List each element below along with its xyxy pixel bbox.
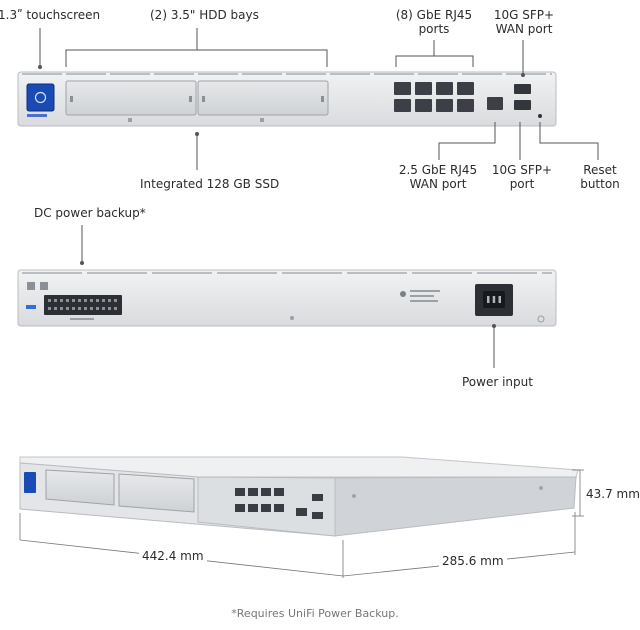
label-gbe-ports: (8) GbE RJ45 ports [384,8,484,36]
label-hdd-bays: (2) 3.5" HDD bays [150,8,259,22]
label-wan-25gbe-line1: 2.5 GbE RJ45 [398,163,478,177]
label-sfp-wan-line2: WAN port [495,22,553,36]
label-sfp-wan: 10G SFP+ WAN port [488,8,560,36]
label-sfp-port-line2: port [509,177,535,191]
touchscreen[interactable] [26,83,55,112]
label-touchscreen: 1.3ʺ touchscreen [0,8,101,22]
label-ssd: Integrated 128 GB SSD [140,177,280,191]
label-reset-line1: Reset [583,163,617,177]
footnote: *Requires UniFi Power Backup. [231,607,399,620]
front-callouts [38,28,599,170]
dc-power-connector[interactable] [44,295,122,315]
label-dim-width: 442.4 mm [139,549,207,563]
label-gbe-ports-line2: ports [418,22,450,36]
label-reset: Reset button [572,163,628,191]
label-wan-25gbe: 2.5 GbE RJ45 WAN port [386,163,490,191]
rear-panel [17,269,557,327]
label-sfp-port-line1: 10G SFP+ [491,163,553,177]
label-dim-depth: 285.6 mm [439,554,507,568]
reset-button[interactable] [538,114,542,118]
gbe-rj45-ports[interactable] [394,82,474,112]
label-wan-25gbe-line2: WAN port [409,177,467,191]
hdd-bay-1[interactable] [65,80,197,116]
label-dim-height: 43.7 mm [586,487,640,501]
label-reset-line2: button [580,177,620,191]
label-power-input: Power input [462,375,533,389]
label-sfp-port: 10G SFP+ port [488,163,556,191]
perspective-ports [235,488,323,519]
wan-25gbe-port[interactable] [487,97,503,110]
perspective-touchscreen [24,472,36,493]
perspective-view [19,456,579,537]
label-dc-backup: DC power backup* [34,206,146,220]
sfp-wan-port[interactable] [514,84,531,94]
label-sfp-wan-line1: 10G SFP+ [493,8,555,22]
label-gbe-ports-line1: (8) GbE RJ45 [395,8,473,22]
front-panel [17,71,557,127]
rear-callouts [80,225,496,368]
sfp-port[interactable] [514,100,531,110]
hdd-bay-2[interactable] [197,80,329,116]
